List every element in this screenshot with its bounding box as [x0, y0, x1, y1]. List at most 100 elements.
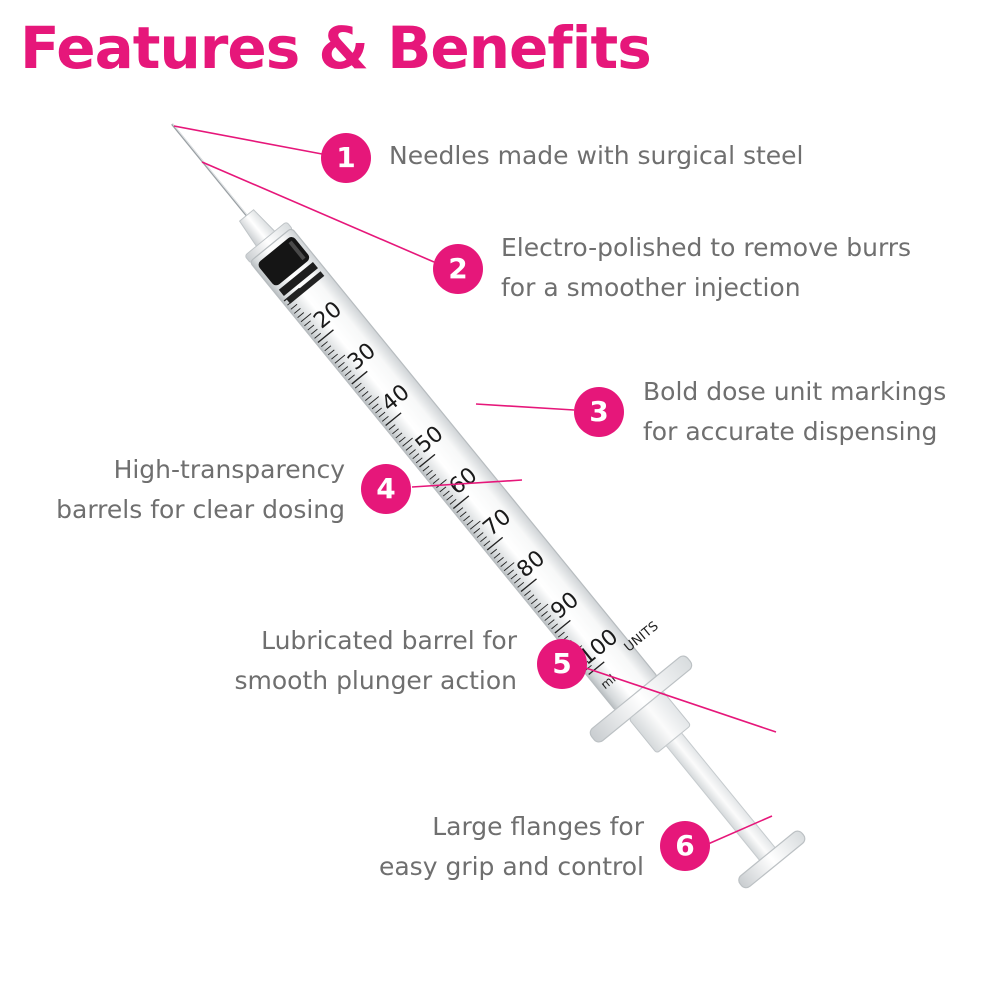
- scale-tick: [354, 382, 362, 389]
- scale-tick: [520, 578, 537, 593]
- feature-4-line-1: High-transparency: [113, 455, 345, 484]
- scale-tick: [544, 615, 552, 621]
- scale-tick: [358, 386, 366, 393]
- scale-tick: [324, 345, 332, 352]
- scale-tick: [409, 449, 416, 455]
- scale-tick: [368, 396, 380, 406]
- leader-line-5: [579, 665, 777, 733]
- page-title: Features & Benefits: [20, 14, 652, 82]
- scale-tick: [321, 341, 328, 347]
- scale-tick: [395, 432, 403, 439]
- scale-tick: [500, 561, 508, 567]
- scale-tick: [497, 557, 504, 563]
- scale-tick: [554, 619, 571, 634]
- scale-tick: [351, 370, 368, 385]
- scale-tick: [361, 391, 369, 397]
- thumb-press: [738, 830, 806, 889]
- feature-6-line-2: easy grip and control: [378, 852, 644, 881]
- scale-tick: [422, 465, 430, 472]
- feature-2-text: Electro-polished to remove burrs for a s…: [501, 228, 911, 308]
- scale-tick: [405, 444, 413, 451]
- scale-tick: [287, 299, 294, 306]
- scale-tick: [527, 594, 535, 601]
- units-label: UNITS: [622, 619, 662, 655]
- feature-6-line-1: Large flanges for: [432, 812, 644, 841]
- scale-tick: [459, 511, 467, 518]
- feature-5-line-2: smooth plunger action: [234, 666, 518, 695]
- scale-tick: [456, 507, 464, 514]
- scale-tick: [412, 453, 420, 460]
- feature-4-line-2: barrels for clear dosing: [56, 495, 345, 524]
- scale-tick: [513, 577, 521, 584]
- scale-tick: [493, 552, 501, 559]
- scale-tick: [375, 407, 382, 414]
- leader-lines: [173, 125, 777, 845]
- feature-3-line-2: for accurate dispensing: [643, 417, 938, 446]
- scale-tick: [476, 532, 484, 538]
- scale-tick: [337, 361, 345, 368]
- scale-tick: [503, 562, 515, 572]
- scale-tick: [557, 631, 565, 638]
- leader-line-2: [201, 161, 435, 263]
- scale-tick: [432, 478, 440, 484]
- scale-tick: [466, 519, 474, 526]
- feature-3-text: Bold dose unit markings for accurate dis…: [643, 372, 946, 452]
- badge-4: 4: [361, 464, 411, 514]
- scale-tick: [415, 457, 423, 464]
- scale-tick: [449, 498, 457, 505]
- badge-6: 6: [660, 821, 710, 871]
- badge-3: 3: [574, 387, 624, 437]
- feature-5-text: Lubricated barrel for smooth plunger act…: [235, 621, 518, 701]
- scale-tick: [547, 619, 555, 626]
- scale-tick: [534, 602, 542, 609]
- scale-tick: [452, 495, 470, 510]
- scale-tick: [307, 324, 315, 331]
- scale-tick: [378, 411, 386, 418]
- scale-tick: [290, 303, 298, 310]
- leader-line-3: [475, 403, 575, 411]
- scale-tick: [385, 412, 402, 427]
- scale-tick: [537, 603, 549, 613]
- scale-tick: [442, 490, 450, 497]
- scale-tick: [588, 661, 605, 676]
- scale-tick: [310, 328, 318, 335]
- feature-4-text: High-transparency barrels for clear dosi…: [56, 450, 345, 530]
- feature-2-line-1: Electro-polished to remove burrs: [501, 233, 912, 262]
- scale-tick: [327, 349, 335, 356]
- leader-line-6: [707, 815, 773, 845]
- badge-1: 1: [321, 133, 371, 183]
- scale-tick: [341, 366, 349, 372]
- scale-tick: [541, 611, 548, 617]
- feature-2-line-2: for a smoother injection: [501, 273, 801, 302]
- scale-tick: [436, 479, 447, 489]
- scale-tick: [297, 312, 305, 318]
- scale-tick: [469, 520, 481, 530]
- scale-tick: [429, 474, 437, 480]
- scale-tick: [388, 424, 396, 430]
- feature-3-line-1: Bold dose unit markings: [643, 377, 947, 406]
- scale-tick: [293, 308, 301, 314]
- scale-tick: [490, 548, 498, 555]
- scale-tick: [551, 623, 558, 630]
- scale-tick: [473, 527, 481, 534]
- scale-tick: [392, 428, 399, 435]
- scale-tick: [486, 536, 504, 551]
- scale-tick: [331, 353, 338, 360]
- badge-2: 2: [433, 244, 483, 294]
- scale-tick: [381, 415, 389, 422]
- feature-5-line-1: Lubricated barrel for: [261, 626, 517, 655]
- feature-6-text: Large flanges for easy grip and control: [379, 807, 644, 887]
- leader-line-1: [173, 125, 323, 155]
- scale-tick: [365, 395, 372, 401]
- scale-tick: [439, 486, 447, 493]
- scale-tick: [344, 370, 352, 377]
- scale-tick: [402, 437, 413, 447]
- scale-tick: [348, 374, 355, 381]
- scale-tick: [304, 320, 311, 327]
- scale-tick: [283, 287, 301, 302]
- scale-tick: [480, 536, 487, 543]
- leader-line-4: [411, 479, 523, 488]
- scale-tick: [483, 540, 491, 547]
